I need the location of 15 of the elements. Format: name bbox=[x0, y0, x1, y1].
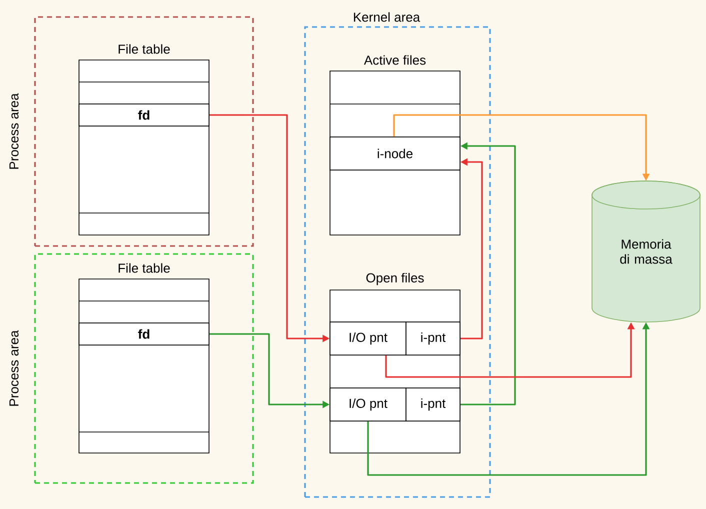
table-title: Open files bbox=[366, 272, 424, 286]
table-cell: I/O pnt bbox=[330, 322, 406, 356]
table-cell: i-pnt bbox=[406, 322, 460, 356]
region-label: Process area bbox=[9, 93, 19, 169]
storage-cylinder: Memoria di massa bbox=[592, 180, 700, 322]
table-title: Active files bbox=[364, 55, 426, 65]
table-cell: fd bbox=[78, 322, 210, 346]
table-title: File table bbox=[118, 263, 170, 273]
table-cell: I/O pnt bbox=[330, 388, 406, 422]
region-label: Kernel area bbox=[354, 12, 420, 22]
table-title: File table bbox=[118, 44, 170, 54]
table-cell: fd bbox=[78, 104, 210, 126]
table-cell: i-pnt bbox=[406, 388, 460, 422]
region-label: Process area bbox=[9, 330, 19, 406]
table-cell: i-node bbox=[330, 136, 460, 170]
